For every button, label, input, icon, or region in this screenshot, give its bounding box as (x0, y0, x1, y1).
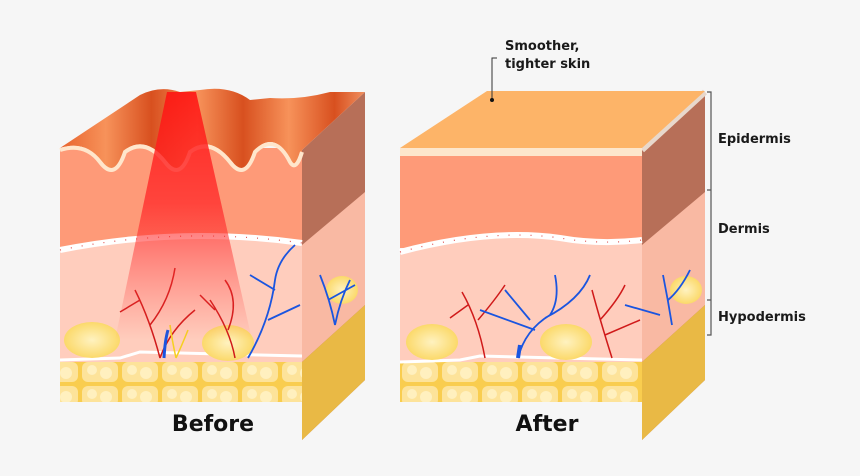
fat-lobule (670, 276, 702, 304)
before-wrinkled-surface (60, 88, 365, 168)
fat-lobule (406, 324, 458, 360)
after-side-hypodermis (642, 305, 705, 440)
after-hypodermis (400, 362, 642, 402)
before-veins (162, 244, 356, 359)
after-side-dermis (642, 192, 705, 362)
after-epidermis (400, 148, 642, 248)
before-side-dermis (302, 192, 365, 362)
label-epidermis: Epidermis (718, 132, 791, 147)
after-skin-block (399, 89, 708, 440)
caption-before: Before (171, 412, 255, 437)
after-arteries (449, 284, 641, 359)
before-side-hypodermis (302, 305, 365, 440)
after-basal-layer (399, 232, 643, 255)
callout-label: Smoother, tighter skin (505, 38, 590, 74)
layer-bracket (707, 91, 712, 336)
callout-leader (491, 57, 497, 100)
after-veins (479, 269, 691, 359)
callout-line-2: tighter skin (505, 57, 591, 72)
after-smooth-surface (400, 91, 705, 148)
label-hypodermis: Hypodermis (718, 310, 806, 325)
fat-lobule (64, 322, 120, 358)
before-hypodermis (60, 362, 302, 402)
caption-after: After (515, 412, 579, 437)
fat-lobule (540, 324, 592, 360)
laser-beam-icon (115, 92, 252, 340)
callout-dot (490, 98, 494, 102)
before-skin-block (59, 88, 365, 440)
label-dermis: Dermis (718, 222, 770, 237)
callout-line-1: Smoother, (505, 39, 580, 54)
